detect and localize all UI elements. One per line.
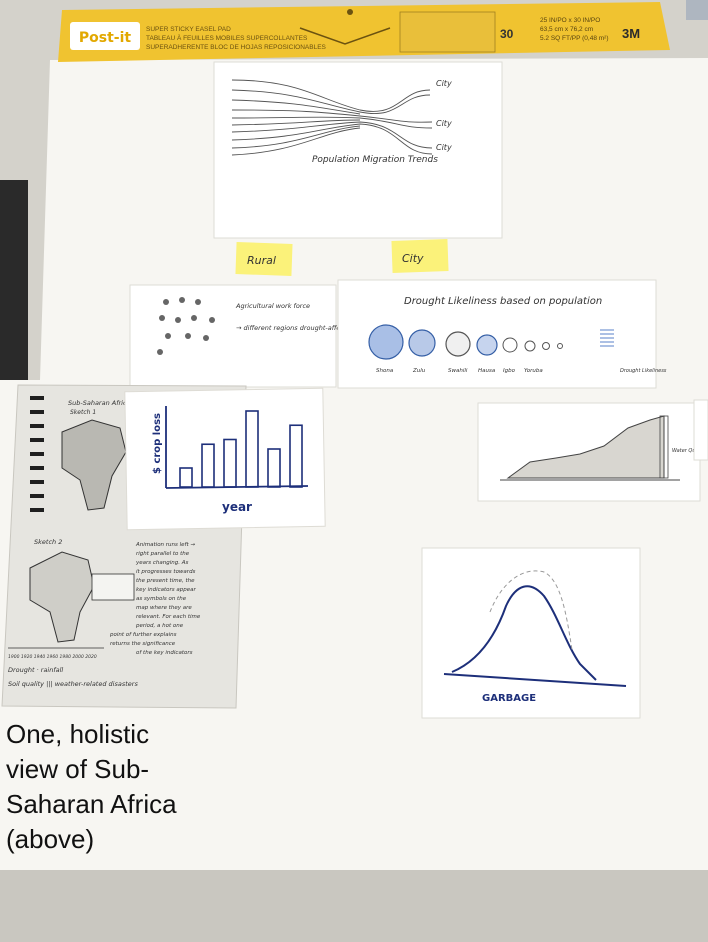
note-line: key indicators appear (136, 587, 197, 593)
printout-sketch1-title: Sub-Saharan Africa (68, 399, 131, 407)
note-line: Animation runs left → (135, 542, 195, 548)
printout-bottom-note-1: Drought · rainfall (8, 666, 63, 674)
garbage-axis (443, 673, 627, 687)
bubble-label-1: Shona (376, 368, 394, 374)
note-line: map where they are (136, 605, 192, 611)
garbage-sketch-paper (421, 547, 641, 719)
people-illustration (399, 11, 496, 53)
legend-box (91, 573, 135, 601)
bar-chart-ylabel: $ crop loss (152, 413, 163, 474)
product-line-3: SUPERADHERENTE BLOC DE HOJAS REPOSICIONA… (146, 44, 327, 51)
note-line: right parallel to the (136, 551, 190, 557)
caption-line: view of Sub- (6, 754, 150, 784)
workforce-note-2: → different regions drought-affected (236, 324, 356, 332)
tear-line (299, 27, 391, 45)
size-line-1: 25 IN/PO x 30 IN/PO (540, 17, 600, 24)
note-line: years changing. As (135, 560, 189, 566)
caption-line: One, holistic (6, 719, 150, 749)
bubble-label-6: Yoruba (524, 368, 543, 374)
sticky-note-city (391, 239, 449, 273)
note-line: relevant. For each time (136, 614, 201, 620)
bar (223, 438, 237, 488)
bar-chart-xlabel: year (222, 500, 252, 514)
product-line-1: SUPER STICKY EASEL PAD (146, 26, 231, 33)
edge-paper (693, 399, 708, 461)
corner-object (686, 0, 708, 20)
sticky-note-rural (235, 242, 293, 276)
sticky-note-rural-label: Rural (247, 254, 276, 267)
city-label-3: City (436, 143, 452, 152)
bubble-label-2: Zulu (412, 368, 426, 374)
drought-side-note: Drought Likeliness (620, 368, 667, 374)
garbage-label: GARBAGE (482, 693, 536, 704)
africa-map-sketch-1 (61, 419, 127, 511)
bar (245, 410, 259, 488)
printout-bottom-note-2: Soil quality ||| weather-related disaste… (8, 680, 138, 688)
bar (267, 448, 281, 488)
product-line-2: TABLEAU À FEUILLES MOBILES SUPERCOLLANTE… (146, 33, 308, 42)
drought-bubbles (368, 324, 563, 360)
printout-binding (30, 396, 44, 512)
sheet-count: 30 (500, 27, 514, 41)
city-label-2: City (436, 119, 452, 128)
printout-sketch1-sub: Sketch 1 (70, 409, 96, 416)
drought-legend-scale (600, 329, 614, 347)
bubble-label-4: Hausa (478, 368, 496, 374)
dark-object (0, 180, 28, 400)
note-line: point of further explains (109, 632, 177, 638)
size-line-2: 63,5 cm x 76,2 cm (540, 26, 593, 33)
post-it-logo-text: Post-it (79, 30, 132, 46)
printout-note-lines: Animation runs left → right parallel to … (109, 542, 201, 656)
garbage-dashed-curve (489, 570, 573, 651)
bar-chart-paper (124, 387, 326, 531)
note-line: period, a hot one (135, 623, 184, 629)
bar (179, 467, 193, 488)
hang-hole (347, 9, 353, 15)
note-line: the present time, the (136, 578, 195, 584)
note-line: as symbols on the (136, 596, 187, 602)
area-chart-shape (506, 415, 665, 479)
migration-sketch-paper (213, 61, 503, 239)
easel-pad-header (58, 2, 670, 62)
maker-logo: 3M (622, 26, 640, 41)
bar-chart-bars (179, 410, 303, 488)
garbage-curve (451, 585, 597, 681)
bar (201, 443, 215, 488)
photo-caption: One, holistic view of Sub- Saharan Afric… (6, 717, 236, 857)
sticky-note-city-label: City (402, 252, 424, 265)
migration-flow-lines (231, 79, 433, 156)
caption-line: (above) (6, 824, 95, 854)
caption-line: Saharan Africa (6, 789, 177, 819)
workforce-sketch-paper (129, 284, 337, 388)
africa-map-sketch-2 (29, 551, 95, 643)
note-line: of the key indicators (136, 650, 193, 656)
printout-sketch2-title: Sketch 2 (34, 538, 62, 546)
post-it-logo (70, 22, 140, 50)
migration-title: Population Migration Trends (312, 155, 438, 165)
bubble-label-3: Swahili (448, 368, 468, 374)
table-edge (0, 860, 708, 942)
area-chart-scale (659, 415, 669, 479)
size-line-3: 5.2 SQ FT/PP (0,48 m²) (540, 35, 609, 42)
people-figures (157, 297, 215, 355)
area-chart-side-note: Water Quality (672, 448, 707, 454)
bar (289, 424, 303, 488)
note-line: returns the significance (110, 641, 176, 647)
workforce-note-1: Agricultural work force (235, 302, 310, 310)
city-label-1: City (436, 79, 452, 88)
drought-title: Drought Likeliness based on population (404, 296, 602, 307)
note-line: it progresses towards (136, 569, 196, 575)
bubble-label-5: Igbo (503, 368, 516, 374)
printout-year-axis: 1900 1920 1940 1960 1980 2000 2020 (8, 654, 97, 660)
